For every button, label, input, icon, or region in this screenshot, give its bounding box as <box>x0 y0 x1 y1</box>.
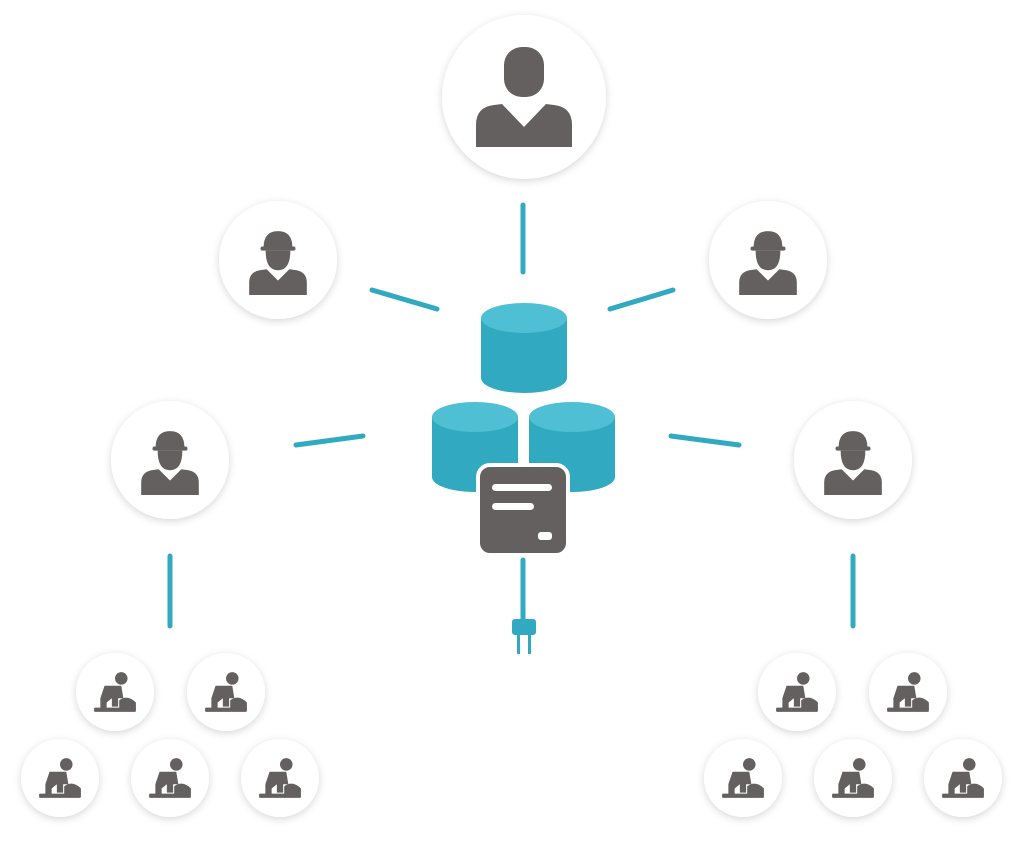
worker-node <box>924 739 1002 817</box>
worker-node <box>131 739 209 817</box>
connector-line <box>369 287 440 312</box>
worker-node <box>21 739 99 817</box>
connection-lines <box>167 202 856 629</box>
database-cluster-icon <box>432 303 615 654</box>
connector-line <box>668 433 742 448</box>
worker-node <box>758 653 836 731</box>
worker-node <box>869 653 947 731</box>
people-nodes <box>21 15 1002 817</box>
worker-node <box>187 653 265 731</box>
connector-line <box>293 433 366 448</box>
supervisor-node <box>219 201 337 319</box>
power-plug-icon <box>512 619 536 654</box>
connector-line <box>607 287 676 312</box>
worker-node <box>704 739 782 817</box>
database-cylinder-icon <box>481 303 567 393</box>
supervisor-node <box>709 201 827 319</box>
worker-node <box>814 739 892 817</box>
worker-node <box>241 739 319 817</box>
supervisor-node <box>794 401 912 519</box>
manager-node <box>442 15 606 179</box>
supervisor-node <box>111 401 229 519</box>
worker-node <box>76 653 154 731</box>
server-panel-icon <box>476 463 570 557</box>
